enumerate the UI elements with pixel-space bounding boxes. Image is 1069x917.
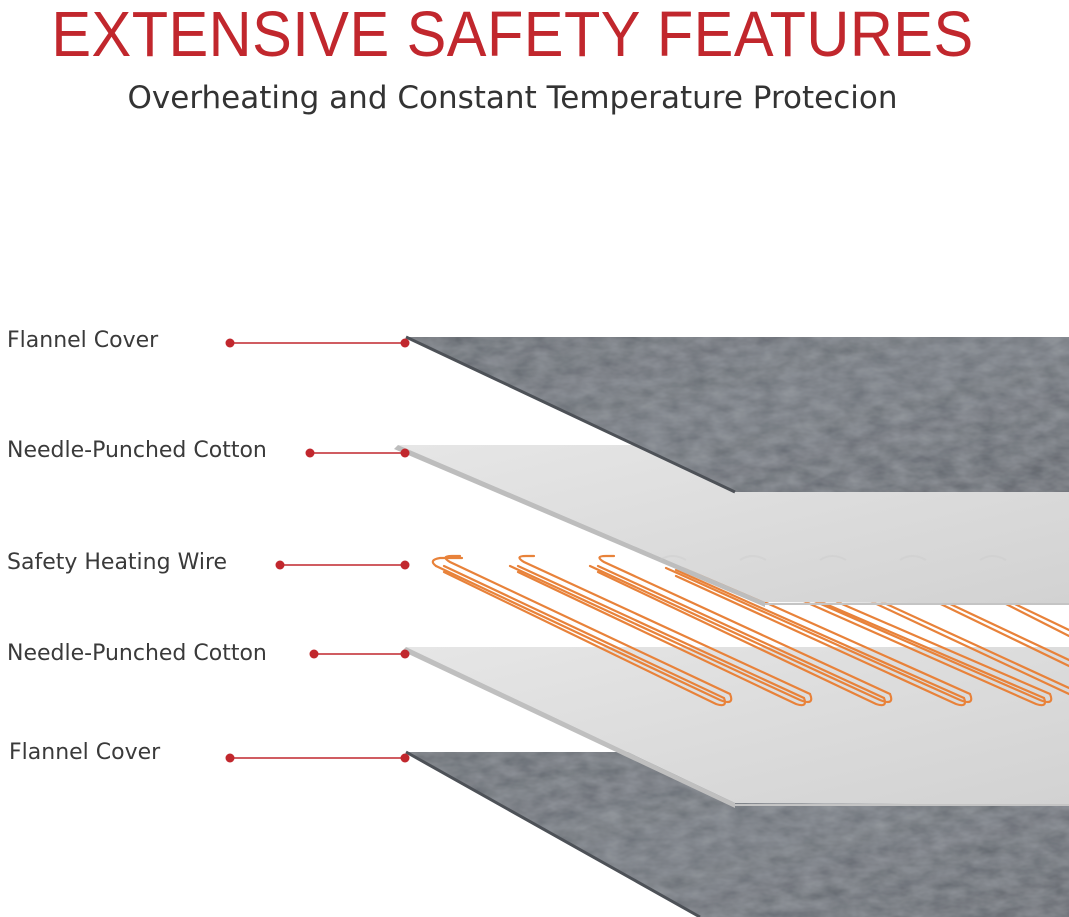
layer-label-cotton-bottom: Needle-Punched Cotton [7,641,267,666]
layer-label-flannel-cover-bottom: Flannel Cover [9,740,161,765]
callout-dot [305,448,315,458]
callout-cotton-bottom [309,649,410,659]
callout-dot [400,649,410,659]
cotton-layer-bottom [402,647,1069,808]
callout-dot [309,649,319,659]
heating-wire-coil [434,554,1069,704]
layer-label-heating-wire: Safety Heating Wire [7,550,228,575]
callout-flannel-bottom [225,753,410,763]
callout-cotton-top [305,448,410,458]
callout-dot [400,448,410,458]
flannel-cover-top [405,335,1069,494]
callout-dot [225,753,235,763]
callout-dot [400,338,410,348]
callout-flannel-top [225,338,410,348]
callout-dot [400,753,410,763]
callout-dot [225,338,235,348]
page-subtitle: Overheating and Constant Temperature Pro… [127,80,898,116]
page-title: EXTENSIVE SAFETY FEATURES [51,0,974,70]
layer-label-cotton-top: Needle-Punched Cotton [7,438,267,463]
callout-dot [400,560,410,570]
callout-heating-wire [275,560,410,570]
layer-label-flannel-cover-top: Flannel Cover [7,328,159,353]
callout-dot [275,560,285,570]
